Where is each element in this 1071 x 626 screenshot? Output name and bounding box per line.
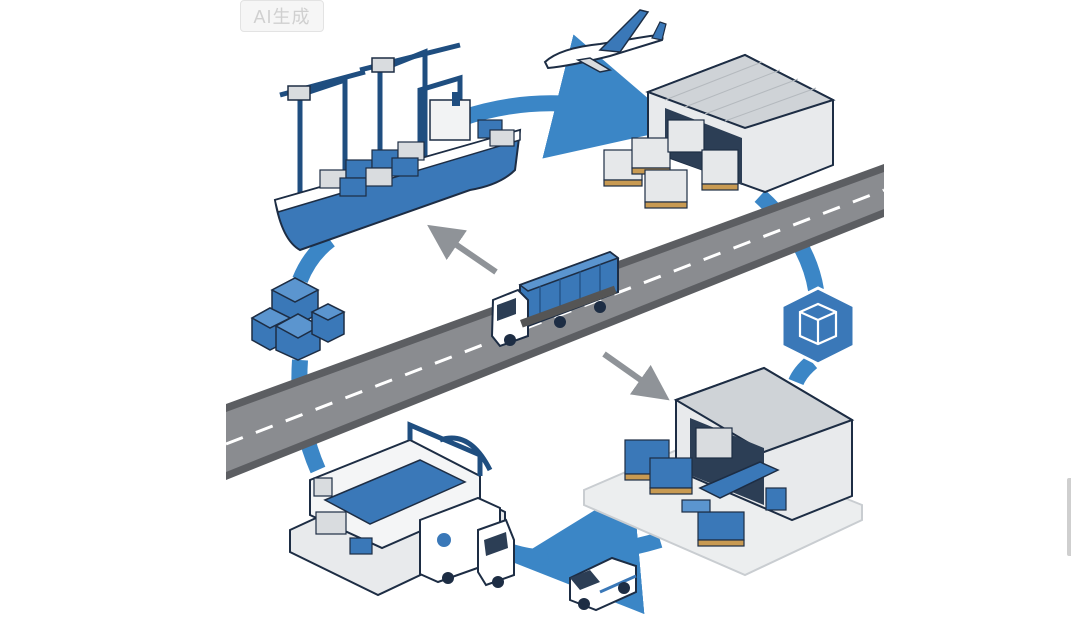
factory-icon bbox=[289, 421, 515, 597]
van-icon bbox=[569, 556, 637, 612]
airplane-icon bbox=[543, 9, 667, 73]
warehouse-icon bbox=[603, 53, 836, 209]
edge-tab bbox=[1067, 478, 1071, 556]
arrow-ship-to-warehouse bbox=[459, 34, 683, 159]
arrow-truck-to-ship bbox=[427, 224, 498, 275]
arrow-boxes-to-ship bbox=[292, 233, 335, 284]
arrow-truck-to-dc bbox=[602, 351, 670, 401]
boxes-icon bbox=[250, 277, 346, 361]
ai-generated-badge: AI生成 bbox=[240, 0, 324, 32]
flow-arrows bbox=[427, 224, 670, 401]
cargo-ship-icon bbox=[273, 42, 522, 252]
distribution-center-icon bbox=[583, 366, 863, 577]
arrow-dc-to-factory bbox=[511, 486, 663, 615]
delivery-truck-icon bbox=[490, 250, 620, 348]
package-badge-icon bbox=[780, 286, 856, 366]
arrow-badge-to-dc bbox=[788, 355, 818, 386]
